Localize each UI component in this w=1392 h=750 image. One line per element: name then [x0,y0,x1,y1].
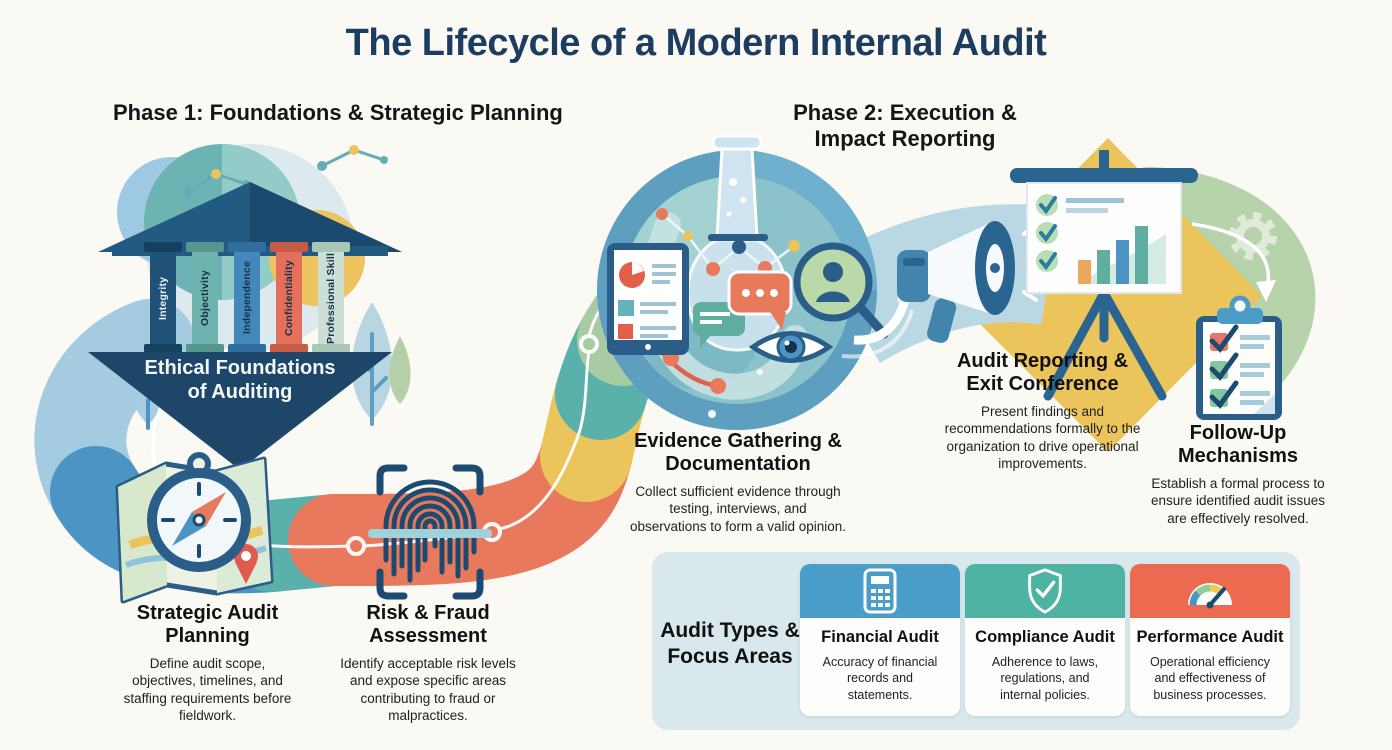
step-title: Risk & Fraud Assessment [366,602,490,647]
step-audit-reporting: Audit Reporting & Exit Conference Presen… [900,350,1185,472]
pillar-label-professional-skill: Professional Skill [325,252,337,344]
phase-2-heading: Phase 2: Execution & Impact Reporting [793,100,1017,151]
pillar-label-independence: Independence [241,261,253,335]
step-description: Identify acceptable risk levels and expo… [340,656,516,723]
evidence-circle-illustration [597,134,889,430]
step-follow-up-mechanisms: Follow-Up Mechanisms Establish a formal … [1118,422,1358,527]
fingerprint-scan-icon [368,464,492,600]
magnifier-person-icon [793,242,889,339]
step-description: Establish a formal process to ensure ide… [1150,476,1326,526]
temple-illustration [88,182,402,470]
card-header [965,564,1125,618]
card-header [800,564,960,618]
presentation-board-icon [1010,150,1198,401]
phase-1-heading: Phase 1: Foundations & Strategic Plannin… [113,100,563,125]
board-checklist [1036,194,1124,272]
clipboard-rows [1209,324,1270,409]
card-financial-audit: Financial Audit Accuracy of financial re… [800,564,960,716]
eye-icon [748,331,834,363]
step-risk-fraud-assessment: Risk & Fraud Assessment Identify accepta… [318,602,538,724]
card-performance-audit: Performance Audit Operational efficiency… [1130,564,1290,716]
card-header [1130,564,1290,618]
card-description: Accuracy of financial records and statem… [822,655,938,702]
step-description: Present findings and recommendations for… [944,404,1141,471]
chat-bubbles-icon [693,270,793,348]
temple-base-label: Ethical Foundations of Auditing [144,357,336,404]
clipboard-checklist-icon [1196,295,1282,420]
map-compass-icon [115,452,274,604]
pillar-label-integrity: Integrity [157,276,169,320]
step-description: Define audit scope, objectives, timeline… [123,656,292,723]
gauge-icon [1188,583,1232,609]
step-description: Collect sufficient evidence through test… [629,484,847,534]
card-compliance-audit: Compliance Audit Adherence to laws, regu… [965,564,1125,716]
temple-base [88,352,392,470]
pillar-label-objectivity: Objectivity [199,270,211,326]
card-title: Performance Audit [1136,628,1284,646]
pillar-label-confidentiality: Confidentiality [283,260,295,336]
step-title: Evidence Gathering & Documentation [634,430,842,475]
step-title: Follow-Up Mechanisms [1177,422,1299,467]
audit-types-label: Audit Types & Focus Areas [660,619,800,669]
calculator-icon [863,568,897,614]
tablet-report-icon [607,243,689,355]
follow-up-arrow [1191,222,1276,302]
audit-types-panel: Audit Types & Focus Areas Financial Audi… [652,552,1300,730]
shield-check-icon [1028,568,1062,614]
megaphone-icon [897,221,1046,343]
fingerprint-ridges [383,479,477,583]
page-title: The Lifecycle of a Modern Internal Audit [345,22,1047,64]
card-description: Operational efficiency and effectiveness… [1150,655,1270,702]
step-title: Strategic Audit Planning [136,602,279,647]
step-evidence-gathering: Evidence Gathering & Documentation Colle… [583,430,893,535]
card-title: Compliance Audit [975,628,1115,646]
card-description: Adherence to laws, regulations, and inte… [991,655,1099,702]
step-title: Audit Reporting & Exit Conference [956,350,1129,395]
step-strategic-audit-planning: Strategic Audit Planning Define audit sc… [85,602,330,724]
temple-pillars [144,242,350,354]
scan-line [368,529,492,538]
card-title: Financial Audit [821,628,939,646]
